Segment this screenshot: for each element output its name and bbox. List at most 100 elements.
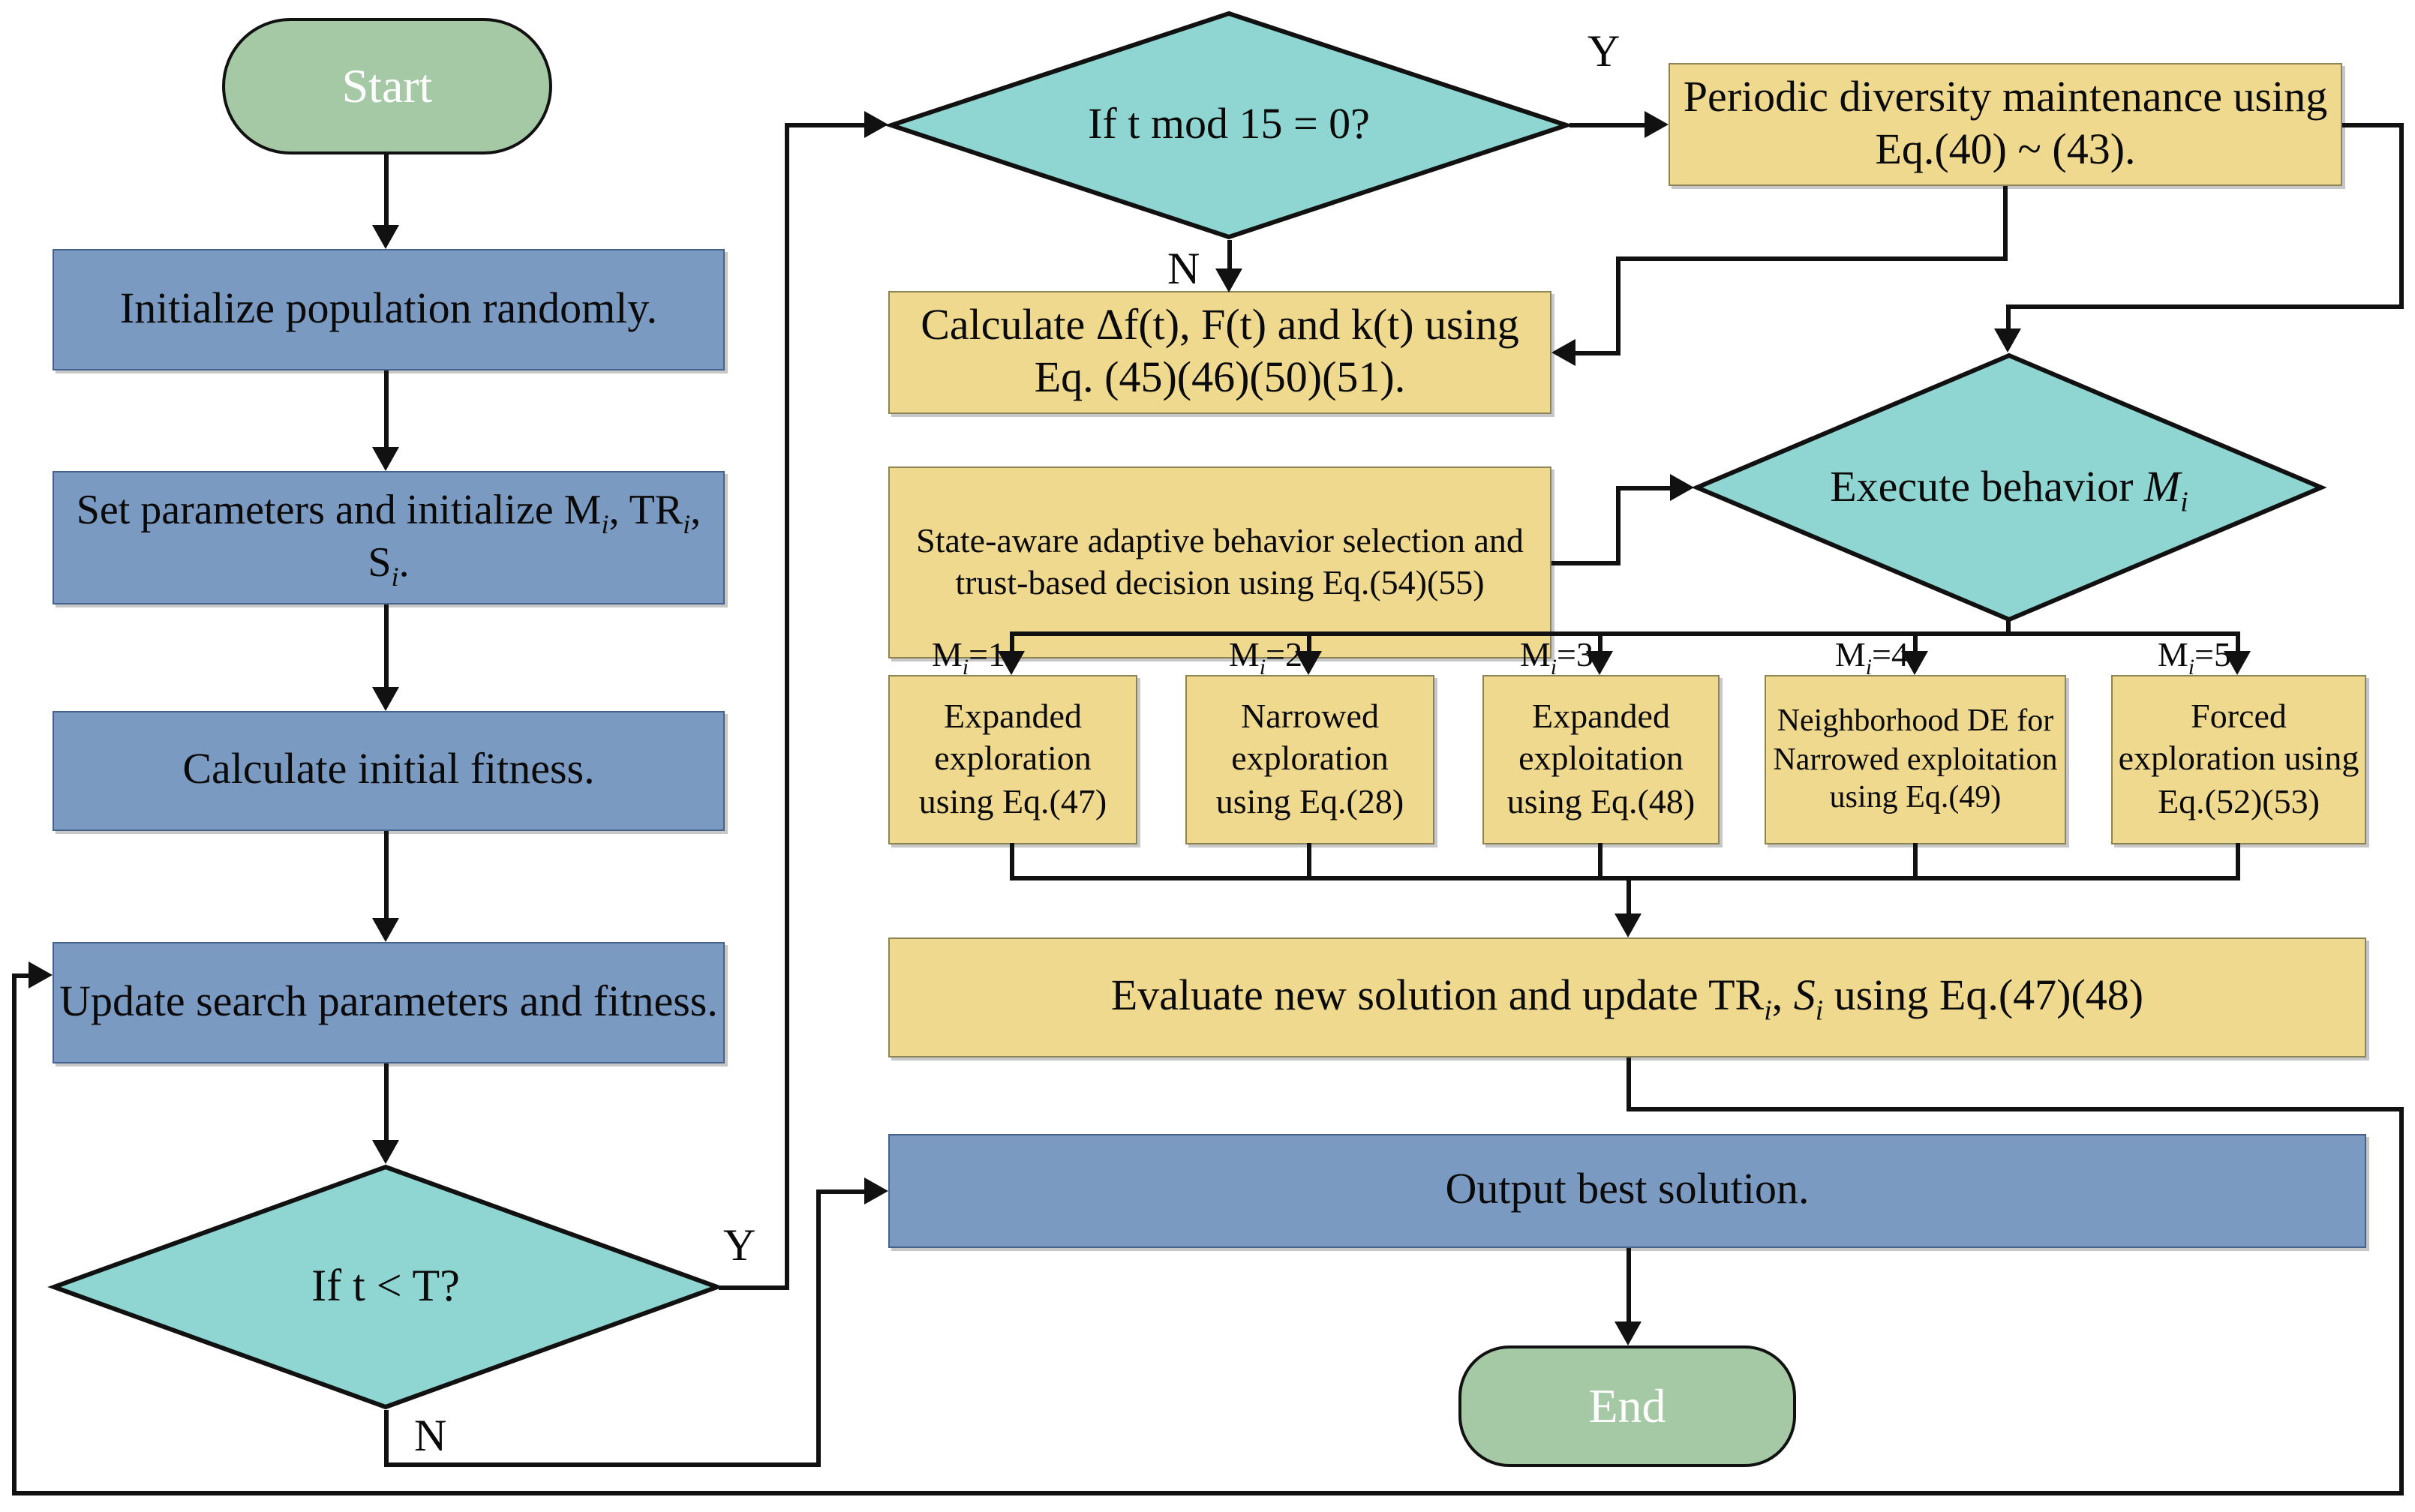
- connector-execute-bottom: [2006, 620, 2011, 636]
- decision-t-mod-15-label: If t mod 15 = 0?: [1088, 100, 1370, 149]
- connector-evaluate-exit: [1627, 1058, 1631, 1112]
- branch-cond-m2: Mi=2: [1228, 636, 1302, 681]
- edge-label-loop-yes: Y: [723, 1221, 756, 1270]
- arrow-into-update: [372, 918, 399, 942]
- process-output-best-solution: Output best solution.: [888, 1134, 2366, 1248]
- connector-init-setparams: [384, 370, 389, 450]
- process-label: Set parameters and initialize Mi, TRi, S…: [76, 488, 701, 592]
- arrow-into-branch2: [1295, 651, 1322, 675]
- start-terminator: Start: [222, 18, 552, 154]
- connector-output-end: [1627, 1248, 1631, 1324]
- arrow-into-branch4: [1901, 651, 1928, 675]
- connector-setparams-calcfit: [384, 604, 389, 690]
- decision-execute-behavior-label: Execute behavior Mi: [1830, 463, 2188, 518]
- step-calculate-ftk: Calculate Δf(t), F(t) and k(t) using Eq.…: [888, 291, 1551, 414]
- arrow-into-execute-left: [1670, 474, 1694, 501]
- arrow-into-update-left: [29, 962, 53, 988]
- connector-collect-m4: [1913, 843, 1918, 880]
- edge-label-loop-no: N: [414, 1412, 447, 1461]
- connector-collect-m3: [1598, 843, 1602, 880]
- connector-periodic-right-down: [2399, 123, 2404, 309]
- end-terminator: End: [1458, 1346, 1796, 1467]
- step-evaluate-new-solution: Evaluate new solution and update TRi, Si…: [888, 938, 2366, 1058]
- end-label: End: [1588, 1378, 1666, 1432]
- process-initialize-population: Initialize population randomly.: [53, 249, 725, 370]
- connector-mod-yes-h: [1569, 123, 1648, 128]
- connector-start-init: [384, 154, 389, 228]
- arrow-into-execute-top: [1994, 328, 2021, 352]
- branch-label: Narrowed exploration using Eq.(28): [1215, 698, 1404, 820]
- edge-label-mod-no: N: [1167, 244, 1200, 294]
- process-set-parameters: Set parameters and initialize Mi, TRi, S…: [53, 471, 725, 604]
- connector-outer-bottom: [12, 1491, 2404, 1496]
- connector-drop-m5: [2236, 634, 2240, 654]
- arrow-into-init: [372, 225, 399, 249]
- connector-collect-m1: [1010, 843, 1014, 880]
- connector-state-right-h: [1551, 561, 1621, 566]
- decision-t-less-T: [47, 1164, 724, 1410]
- connector-periodic-down: [2003, 186, 2008, 261]
- connector-into-calc-down: [1616, 256, 1621, 356]
- branch-cond-m4: Mi=4: [1834, 636, 1909, 681]
- connector-execute-feed: [2006, 306, 2011, 332]
- arrow-into-mod-diamond: [864, 111, 888, 138]
- step-label: Evaluate new solution and update TRi, Si…: [1110, 972, 2144, 1028]
- arrow-into-calcftk: [1215, 268, 1242, 292]
- connector-yes-into-mod: [785, 123, 869, 128]
- edge-label-mod-yes: Y: [1587, 27, 1621, 76]
- connector-collector-drop: [1627, 878, 1631, 916]
- connector-loopno-up: [816, 1191, 821, 1467]
- arrow-into-branch5: [2224, 651, 2251, 675]
- connector-loopyes-h: [719, 1286, 789, 1290]
- connector-periodic-left: [1616, 256, 2008, 261]
- connector-execute-feed-h: [2006, 304, 2404, 309]
- process-label: Update search parameters and fitness.: [59, 977, 718, 1026]
- process-update-search-parameters: Update search parameters and fitness.: [53, 942, 725, 1064]
- connector-loopno-h: [384, 1462, 821, 1467]
- branch-box-expanded-exploration: Expanded exploration using Eq.(47): [888, 675, 1137, 844]
- step-label: Periodic diversity maintenance using Eq.…: [1683, 73, 2328, 174]
- process-calculate-initial-fitness: Calculate initial fitness.: [53, 711, 725, 831]
- connector-loopyes-up: [785, 123, 789, 1290]
- branch-label: Expanded exploitation using Eq.(48): [1506, 698, 1696, 820]
- branch-label: Neighborhood DE for Narrowed exploitatio…: [1773, 702, 2058, 815]
- connector-drop-m4: [1913, 634, 1918, 654]
- connector-update-decision: [384, 1064, 389, 1143]
- step-periodic-diversity: Periodic diversity maintenance using Eq.…: [1669, 63, 2342, 186]
- connector-outer-left: [12, 975, 17, 1496]
- connector-evaluate-right: [1627, 1107, 2404, 1112]
- arrow-into-branch3: [1586, 651, 1613, 675]
- decision-t-less-T-label: If t < T?: [311, 1262, 460, 1311]
- step-label: State-aware adaptive behavior selection …: [916, 521, 1524, 602]
- connector-calcfit-update: [384, 831, 389, 921]
- branch-cond-m3: Mi=3: [1519, 636, 1593, 681]
- connector-state-up: [1616, 488, 1621, 566]
- connector-mod-no-down: [1227, 240, 1232, 272]
- arrow-into-evaluate: [1615, 914, 1642, 938]
- connector-into-output: [816, 1190, 870, 1194]
- connector-collect-m2: [1307, 843, 1311, 880]
- process-label: Initialize population randomly.: [119, 284, 658, 333]
- step-state-aware-selection: State-aware adaptive behavior selection …: [888, 466, 1551, 658]
- decision-t-mod-15: [884, 10, 1574, 240]
- start-label: Start: [341, 58, 433, 112]
- connector-into-execute-h: [1616, 486, 1676, 490]
- branch-cond-m5: Mi=5: [2157, 636, 2231, 681]
- process-label: Calculate initial fitness.: [182, 746, 595, 794]
- arrow-into-setparams: [372, 447, 399, 471]
- arrow-into-calcfit: [372, 687, 399, 711]
- branch-box-narrowed-exploration: Narrowed exploration using Eq.(28): [1185, 675, 1434, 844]
- arrow-into-tlessT: [372, 1140, 399, 1164]
- arrow-into-periodic: [1645, 111, 1669, 138]
- connector-loop-into-update: [12, 974, 35, 978]
- arrow-into-calc-right: [1551, 339, 1575, 366]
- connector-drop-m3: [1598, 634, 1602, 654]
- step-label: Calculate Δf(t), F(t) and k(t) using Eq.…: [921, 301, 1519, 402]
- connector-collector: [1010, 876, 2240, 880]
- branch-label: Forced exploration using Eq.(52)(53): [2118, 698, 2359, 820]
- arrow-into-output: [864, 1178, 888, 1204]
- process-label: Output best solution.: [1445, 1166, 1810, 1214]
- connector-outer-right: [2399, 1108, 2404, 1496]
- branch-box-neighborhood-de: Neighborhood DE for Narrowed exploitatio…: [1765, 675, 2066, 844]
